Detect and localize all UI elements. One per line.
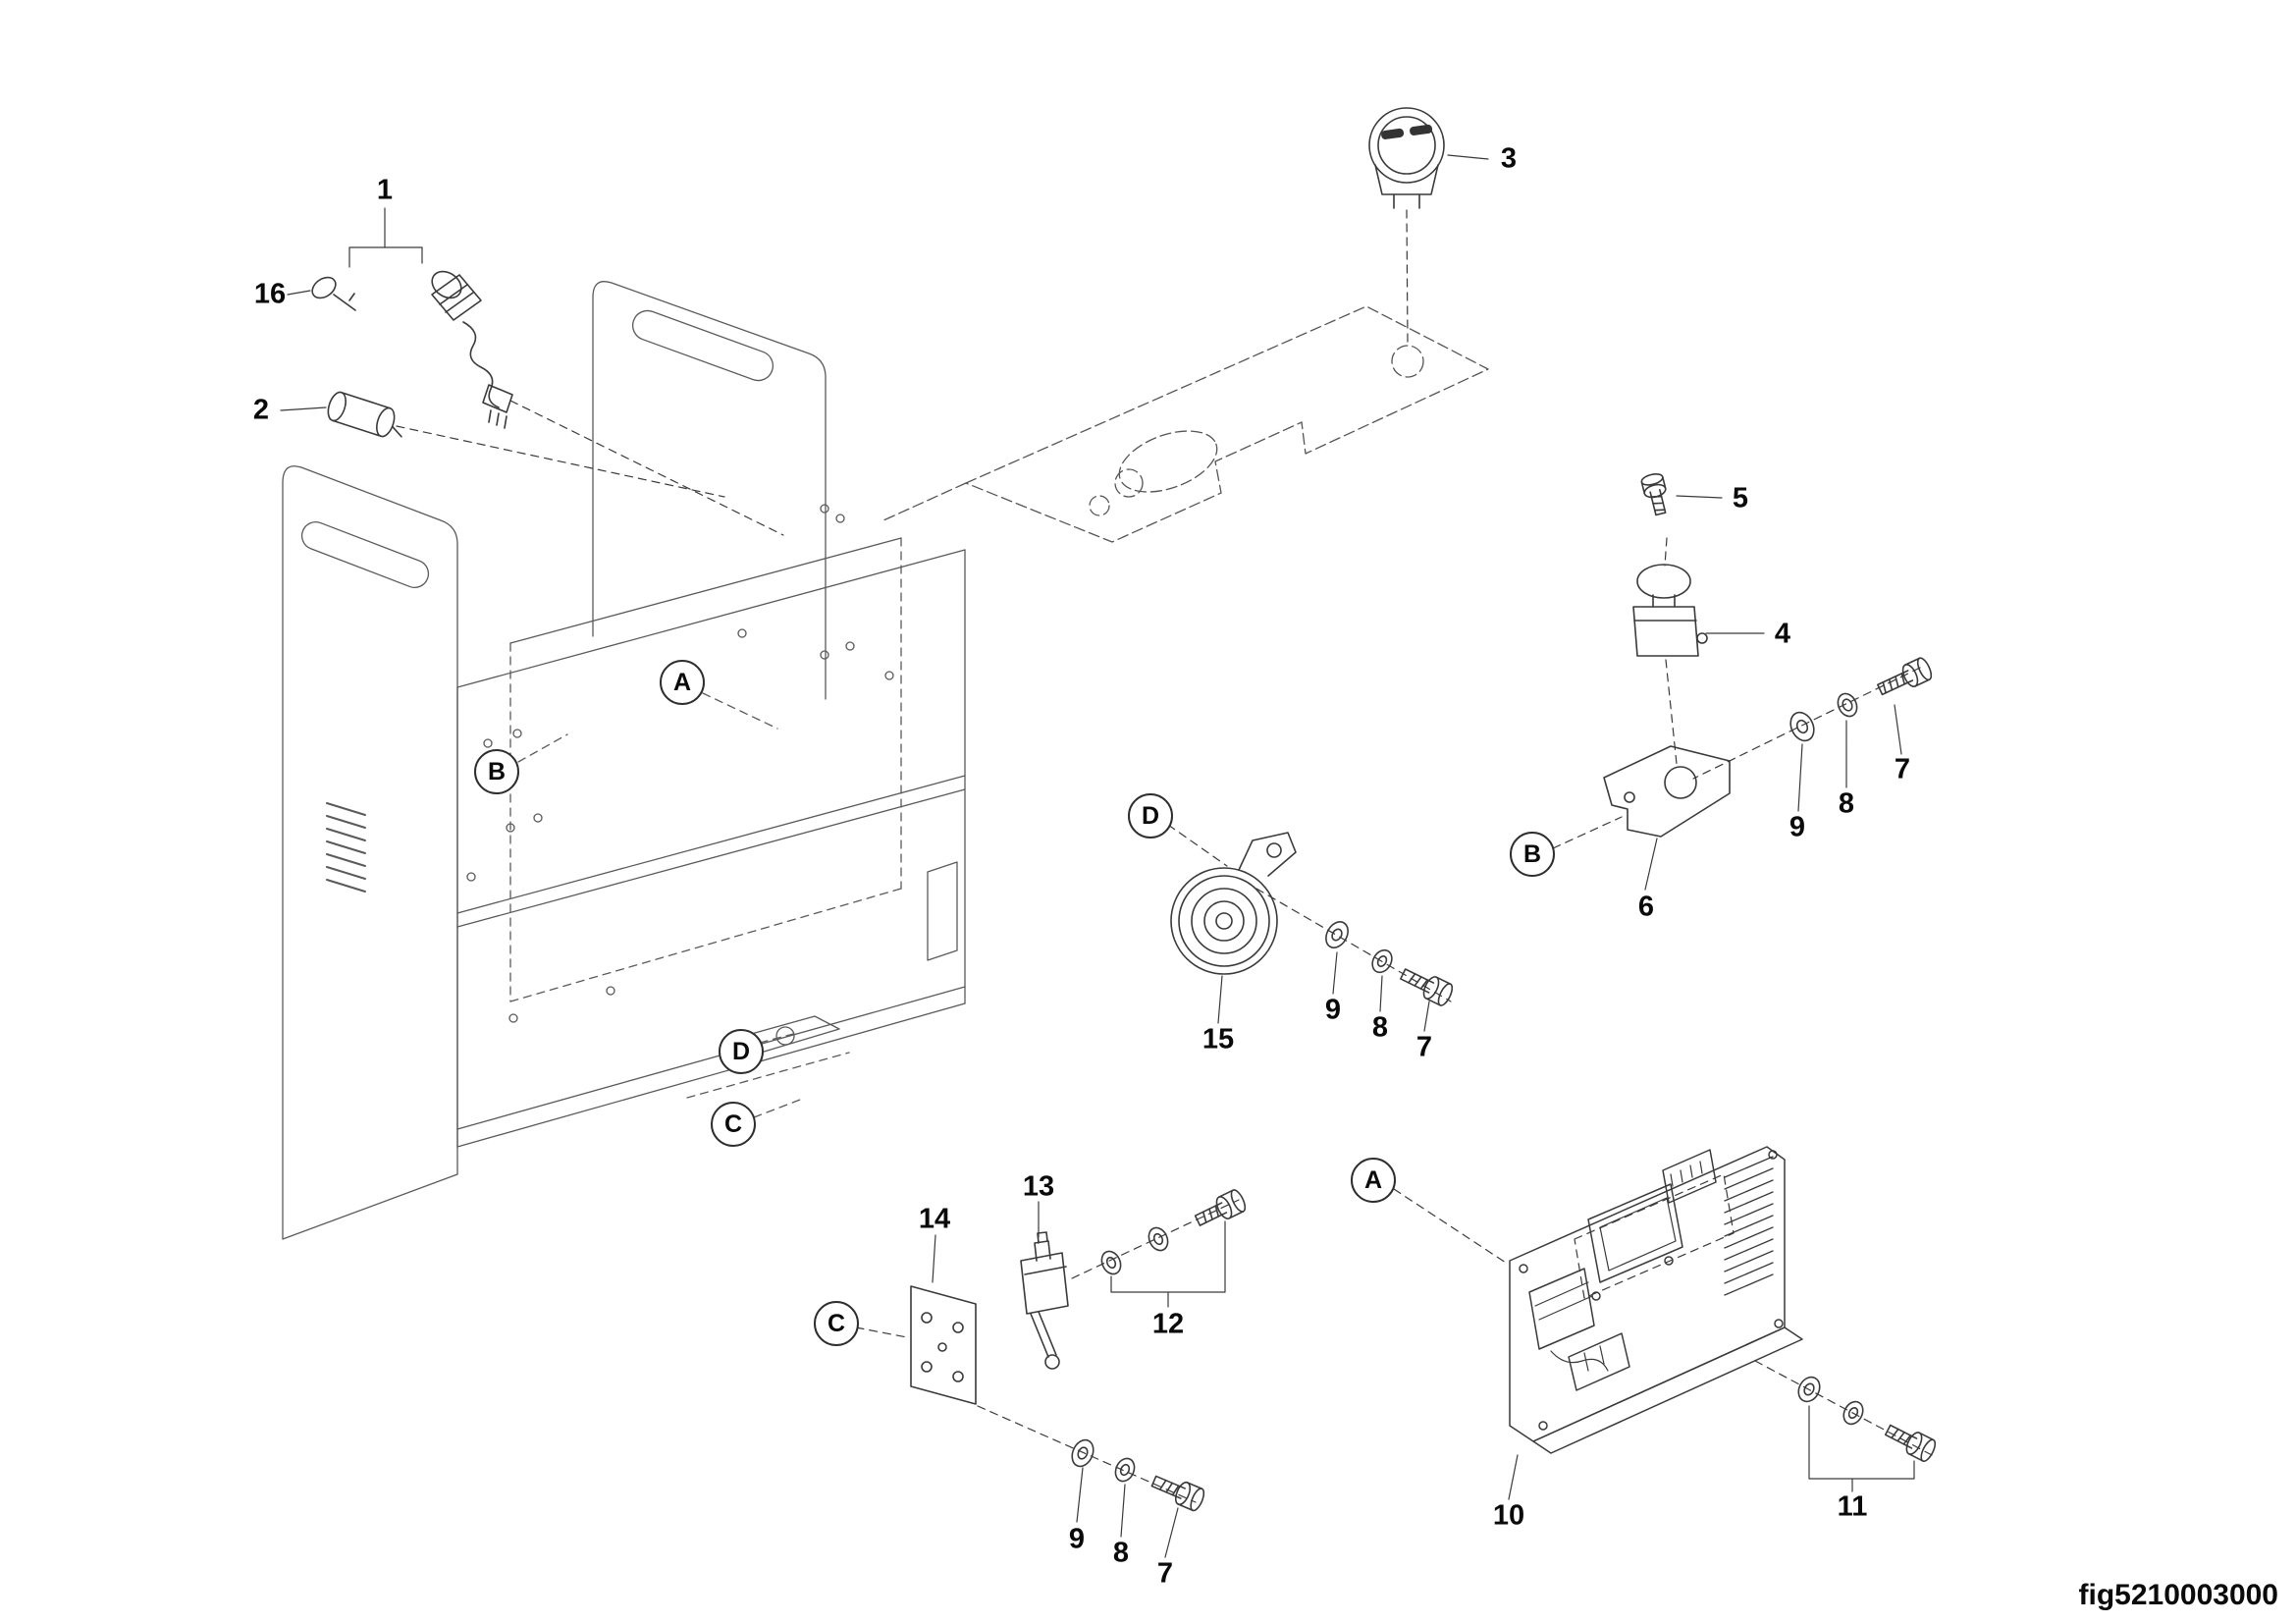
screw-5: [1640, 473, 1723, 567]
washer-9-right: [1789, 711, 1815, 742]
hardware-bottom-group: [977, 1405, 1205, 1558]
hour-meter-3: [1368, 107, 1489, 345]
speaker-15: [1167, 824, 1454, 1032]
bracket-6: [1552, 745, 1731, 891]
washer-8-bottom: [1114, 1457, 1136, 1483]
pushbutton-switch-4: [1632, 564, 1765, 765]
bolt-7-mid: [1400, 968, 1454, 1006]
key-switch-1: [287, 207, 784, 536]
limit-switch-13: [1020, 1201, 1069, 1370]
fastener-group-12: [1071, 1189, 1247, 1308]
figure-id: fig5210003000: [2078, 1579, 2279, 1611]
vent-louvers: [326, 802, 366, 893]
washer-8-mid: [1371, 948, 1393, 974]
key-16: [311, 276, 356, 311]
bolt-7-right: [1877, 657, 1933, 696]
cylinder-2: [280, 391, 725, 498]
washer-9-bottom: [1071, 1438, 1095, 1468]
fastener-group-11: [1754, 1360, 1937, 1492]
control-panel-10: [1393, 1146, 1803, 1500]
bolt-7-bottom: [1150, 1475, 1205, 1512]
hardware-right-group: [1692, 657, 1933, 812]
washer-8-right: [1837, 692, 1858, 718]
top-panel-plate: [882, 305, 1489, 543]
cabinet-frame: [282, 281, 966, 1240]
bracket-14: [855, 1234, 977, 1405]
washer-9-mid: [1325, 921, 1349, 948]
